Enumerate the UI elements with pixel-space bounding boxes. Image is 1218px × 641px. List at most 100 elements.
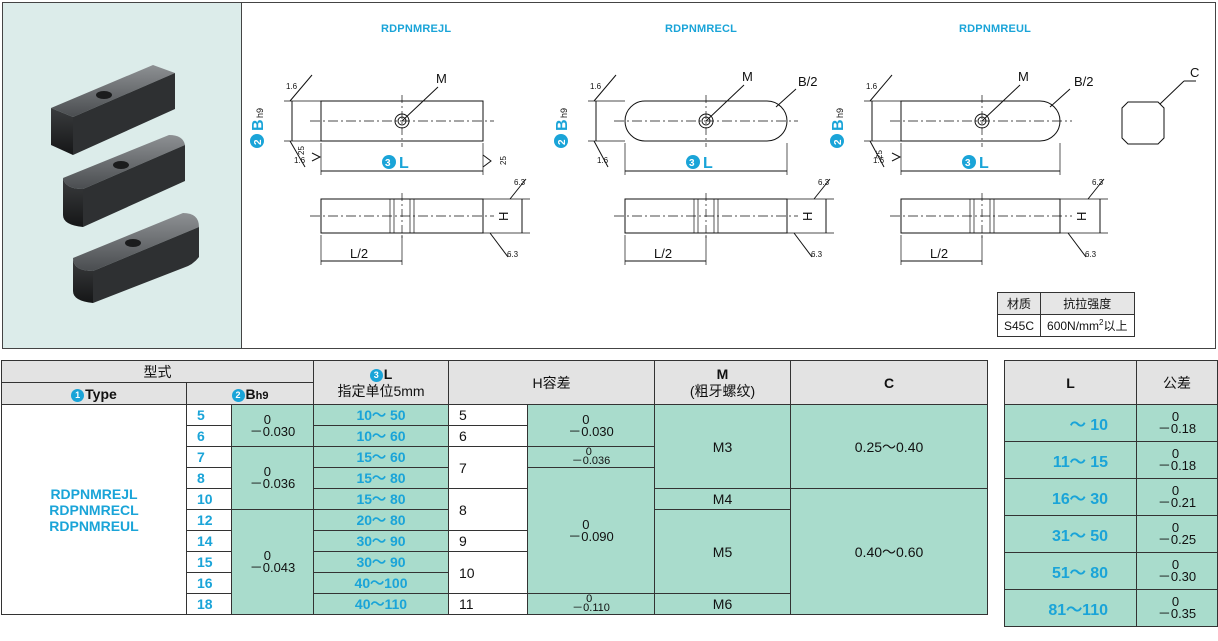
material-header: 材质 bbox=[996, 292, 1042, 315]
b-value: 12 bbox=[186, 509, 232, 531]
type-names: RDPNMREJL RDPNMRECL RDPNMREUL bbox=[1, 404, 187, 615]
h-tolerance: 0－0.036 bbox=[527, 446, 656, 468]
l-range: 15～ 80 bbox=[313, 467, 450, 489]
header-b-suffix: h9 bbox=[255, 389, 269, 402]
b-value: 14 bbox=[186, 530, 232, 552]
product-photo-illustration bbox=[51, 65, 199, 303]
label-b2-3: B/2 bbox=[1074, 74, 1094, 89]
header-l-sub: 指定单位5mm bbox=[337, 382, 425, 399]
header-h: H容差 bbox=[448, 360, 656, 405]
b-value: 5 bbox=[186, 404, 232, 426]
label-c: C bbox=[1190, 65, 1199, 80]
roughness-label: 1.6 bbox=[866, 82, 878, 91]
b-tolerance: 0－0.043 bbox=[230, 509, 315, 615]
roughness-label: 6.3 bbox=[507, 250, 519, 259]
label-b-suffix: h9 bbox=[255, 108, 265, 118]
label-m-1: M bbox=[436, 71, 447, 86]
tol-value: 0－0.25 bbox=[1136, 515, 1218, 553]
l-range: 40～100 bbox=[313, 572, 450, 594]
label-l-2: L bbox=[703, 155, 713, 172]
header-m-sub: (粗牙螺纹) bbox=[689, 382, 756, 399]
b-value: 6 bbox=[186, 425, 232, 447]
b-value: 18 bbox=[186, 593, 232, 615]
tol-value: 0－0.18 bbox=[1136, 404, 1218, 442]
c-value: 0.40～0.60 bbox=[790, 488, 989, 615]
variant-title-rdpnmrejl: RDPNMREJL bbox=[381, 23, 452, 35]
roughness-label: 6.3 bbox=[818, 178, 830, 187]
length-tolerance-table: L 公差 ～ 10 0－0.18 11～ 15 0－0.18 16～ 30 0－… bbox=[1004, 360, 1218, 627]
l-range: 40～110 bbox=[313, 593, 450, 615]
roughness-label: 6.3 bbox=[514, 178, 526, 187]
badge-2: 2 bbox=[253, 139, 264, 145]
roughness-label: 25 bbox=[297, 146, 306, 155]
badge-3: 3 bbox=[965, 158, 971, 169]
h-tolerance: 0－0.090 bbox=[527, 467, 656, 594]
label-h-3: H bbox=[1074, 212, 1089, 221]
label-l2-3: L/2 bbox=[930, 246, 948, 261]
technical-drawing-panel: RDPNMREJL RDPNMRECL RDPNMREUL bbox=[242, 2, 1216, 349]
header-b-letter: B bbox=[245, 385, 256, 402]
label-h-1: H bbox=[496, 212, 511, 221]
h-value: 10 bbox=[448, 551, 529, 594]
h-value: 9 bbox=[448, 530, 529, 552]
m-value: M5 bbox=[654, 509, 792, 594]
b-value: 16 bbox=[186, 572, 232, 594]
badge-2: 2 bbox=[557, 139, 568, 145]
h-value: 7 bbox=[448, 446, 529, 489]
tol-l-range: 31～ 50 bbox=[1004, 515, 1137, 553]
l-range: 30～ 90 bbox=[313, 551, 450, 573]
b-value: 8 bbox=[186, 467, 232, 489]
label-m-2: M bbox=[742, 69, 753, 84]
variant-title-rdpnmreul: RDPNMREUL bbox=[959, 23, 1032, 35]
roughness-label: 1.6 bbox=[873, 156, 885, 165]
header-m-letter: M bbox=[716, 365, 729, 382]
material-value: S45C bbox=[996, 314, 1042, 337]
l-range: 20～ 80 bbox=[313, 509, 450, 531]
roughness-label: 25 bbox=[875, 150, 884, 159]
block-3 bbox=[73, 213, 199, 303]
label-b-1: B bbox=[250, 119, 267, 131]
tol-value: 0－0.30 bbox=[1136, 552, 1218, 590]
header-type-label: Type bbox=[85, 385, 117, 402]
l-range: 10～ 60 bbox=[313, 425, 450, 447]
label-b-suffix: h9 bbox=[835, 108, 845, 118]
header-c: C bbox=[790, 360, 989, 405]
l-range: 10～ 50 bbox=[313, 404, 450, 426]
m-value: M4 bbox=[654, 488, 792, 510]
b-value: 7 bbox=[186, 446, 232, 468]
h-value: 11 bbox=[448, 593, 529, 615]
roughness-label: 1.6 bbox=[294, 156, 306, 165]
h-tolerance: 0－0.110 bbox=[527, 593, 656, 615]
label-l2-1: L/2 bbox=[350, 246, 368, 261]
tol-header-l: L bbox=[1004, 360, 1137, 405]
tol-value: 0－0.35 bbox=[1136, 589, 1218, 627]
h-value: 8 bbox=[448, 488, 529, 531]
label-l-1: L bbox=[399, 155, 409, 172]
m-value: M6 bbox=[654, 593, 792, 615]
label-b-3: B bbox=[830, 119, 847, 131]
b-tolerance: 0－0.030 bbox=[230, 404, 315, 447]
header-model: 型式 bbox=[0, 360, 315, 383]
b-value: 10 bbox=[186, 488, 232, 510]
tol-value: 0－0.21 bbox=[1136, 478, 1218, 516]
l-range: 15～ 80 bbox=[313, 488, 450, 510]
tol-l-range: 16～ 30 bbox=[1004, 478, 1137, 516]
label-l-3: L bbox=[979, 155, 989, 172]
h-tolerance: 0－0.030 bbox=[527, 404, 656, 447]
type-name: RDPNMRECL bbox=[49, 501, 139, 518]
badge-2: 2 bbox=[833, 139, 844, 145]
tol-l-range: 81～110 bbox=[1004, 589, 1137, 627]
type-name: RDPNMREJL bbox=[50, 485, 138, 502]
tol-l-range: 11～ 15 bbox=[1004, 441, 1137, 479]
h-value: 5 bbox=[448, 404, 529, 426]
l-range: 15～ 60 bbox=[313, 446, 450, 468]
roughness-label: 6.3 bbox=[1085, 250, 1097, 259]
b-value: 15 bbox=[186, 551, 232, 573]
badge-3: 3 bbox=[369, 368, 383, 382]
roughness-label: 1.6 bbox=[590, 82, 602, 91]
l-range: 30～ 90 bbox=[313, 530, 450, 552]
